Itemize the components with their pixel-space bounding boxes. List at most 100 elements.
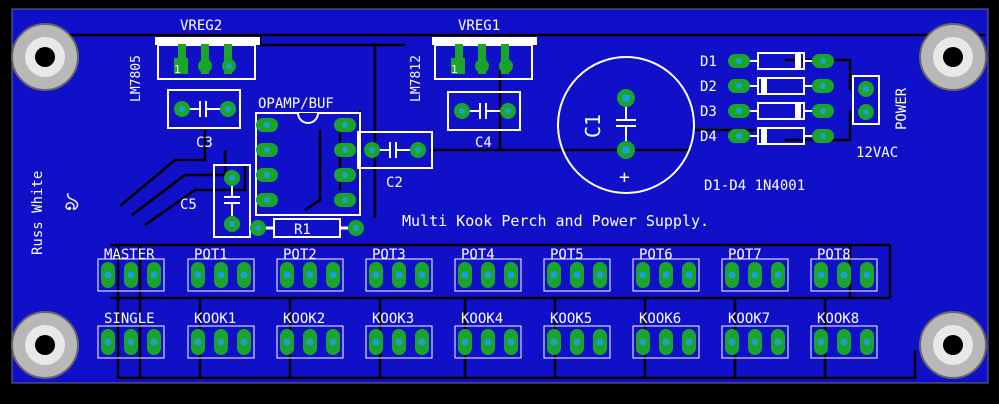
header-pad-hole [217, 271, 225, 279]
header-outline [543, 325, 611, 359]
header-kook3: KOOK3 [365, 311, 433, 359]
header-pad-hole [550, 271, 558, 279]
vreg1-pin1-label: 1 [451, 63, 458, 76]
header-pad-hole [662, 271, 670, 279]
header-pad-hole [150, 338, 158, 346]
header-pad-hole [728, 271, 736, 279]
header-label: POT3 [372, 247, 406, 263]
header-outline [97, 325, 165, 359]
c3-label: C3 [196, 135, 213, 151]
header-outline [187, 325, 255, 359]
vreg2-part-label: LM7805 [129, 55, 144, 102]
header-outline [454, 325, 522, 359]
header-pad-hole [596, 271, 604, 279]
header-pad-hole [685, 271, 693, 279]
r1-label: R1 [294, 222, 311, 238]
header-outline [543, 258, 611, 292]
header-outline [810, 325, 878, 359]
header-pad-hole [774, 338, 782, 346]
mounting-hole-bottom-left [11, 311, 79, 379]
header-pad-hole [217, 338, 225, 346]
header-pad-hole [639, 338, 647, 346]
diode-array: D1 D2 D3 D4 D1-D4 1N4001 [700, 52, 834, 194]
header-label: POT4 [461, 247, 495, 263]
header-pad-hole [283, 338, 291, 346]
header-outline [632, 258, 700, 292]
header-pad-hole [127, 338, 135, 346]
opamp-buf: OPAMP/BUF [255, 96, 361, 216]
capacitor-c2: C2 [357, 131, 433, 191]
header-pad-hole [372, 271, 380, 279]
header-pad-hole [104, 271, 112, 279]
vreg1-label: VREG1 [458, 18, 500, 34]
header-outline [365, 325, 433, 359]
header-outline [632, 325, 700, 359]
header-pad-hole [774, 271, 782, 279]
header-outline [187, 258, 255, 292]
header-pad-hole [372, 338, 380, 346]
header-pot4: POT4 [454, 247, 522, 292]
d1-label: D1 [700, 54, 717, 70]
header-pad-hole [507, 271, 515, 279]
capacitor-c1: C1 + [557, 56, 695, 194]
capacitor-c4: C4 [447, 91, 521, 151]
header-pad-hole [751, 338, 759, 346]
header-label: POT7 [728, 247, 762, 263]
header-pad-hole [461, 338, 469, 346]
header-pot5: POT5 [543, 247, 611, 292]
header-pad-hole [573, 271, 581, 279]
header-outline [454, 258, 522, 292]
capacitor-c3: C3 [167, 89, 241, 151]
header-label: MASTER [104, 247, 155, 263]
header-pad-hole [240, 271, 248, 279]
header-pad-hole [662, 338, 670, 346]
header-pad-hole [507, 338, 515, 346]
header-label: KOOK8 [817, 311, 859, 327]
diode-d1: D1 [700, 52, 834, 70]
header-pad-hole [329, 338, 337, 346]
header-pot7: POT7 [721, 247, 789, 292]
header-label: KOOK7 [728, 311, 770, 327]
power-label: POWER [894, 87, 910, 130]
vreg1: 1 VREG1 LM7812 [409, 18, 537, 102]
header-label: POT2 [283, 247, 317, 263]
header-kook1: KOOK1 [187, 311, 255, 359]
header-kook5: KOOK5 [543, 311, 611, 359]
header-pad-hole [395, 338, 403, 346]
header-pad-hole [306, 338, 314, 346]
header-label: KOOK6 [639, 311, 681, 327]
opamp-label: OPAMP/BUF [258, 96, 334, 112]
header-pad-hole [461, 271, 469, 279]
header-outline [97, 258, 165, 292]
header-pad-hole [840, 271, 848, 279]
header-pad-hole [283, 271, 291, 279]
header-pad-hole [306, 271, 314, 279]
header-pad-hole [484, 338, 492, 346]
header-pad-hole [863, 338, 871, 346]
header-pad-hole [418, 338, 426, 346]
header-label: KOOK1 [194, 311, 236, 327]
c1-polarity: + [619, 167, 630, 188]
header-pad-hole [685, 338, 693, 346]
header-pad-hole [418, 271, 426, 279]
header-pot3: POT3 [365, 247, 433, 292]
header-pad-hole [639, 271, 647, 279]
header-pad-hole [194, 271, 202, 279]
header-label: KOOK3 [372, 311, 414, 327]
header-label: POT5 [550, 247, 584, 263]
header-outline [721, 325, 789, 359]
mounting-hole-bottom-right [919, 311, 987, 379]
header-kook2: KOOK2 [276, 311, 344, 359]
vreg2: 1 VREG2 LM7805 [129, 18, 260, 102]
d4-label: D4 [700, 129, 717, 145]
header-label: KOOK4 [461, 311, 503, 327]
header-pad-hole [395, 271, 403, 279]
diode-d3: D3 [700, 102, 834, 120]
header-kook7: KOOK7 [721, 311, 789, 359]
diode-d4: D4 [700, 127, 834, 145]
header-pot8: POT8 [810, 247, 878, 292]
header-pad-hole [550, 338, 558, 346]
